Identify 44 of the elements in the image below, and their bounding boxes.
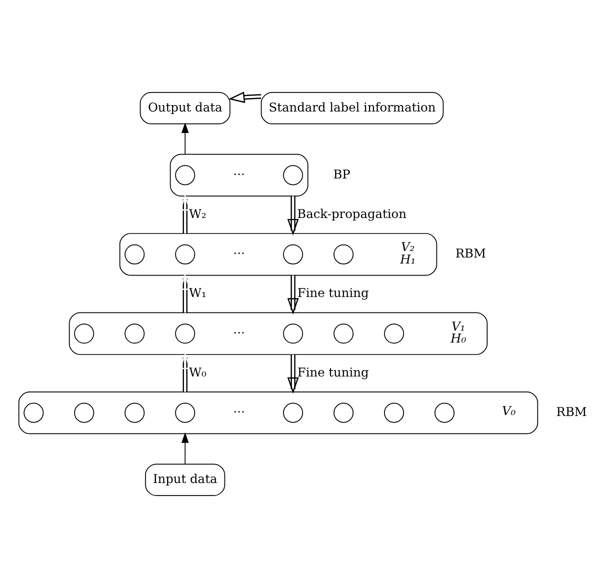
node-circle — [175, 164, 196, 185]
label: RBM — [556, 404, 587, 419]
edge-label: W₁ — [189, 286, 206, 300]
node-circle — [384, 323, 404, 344]
node-box: Output data — [140, 92, 230, 124]
node-circle — [124, 323, 145, 344]
node-circle — [434, 402, 455, 422]
node-circle — [124, 244, 145, 264]
node-circle — [334, 402, 354, 422]
node-circle — [24, 402, 44, 422]
node-circle — [175, 402, 196, 422]
arrow — [287, 354, 299, 394]
node-circle — [74, 402, 94, 422]
edge-label: W₂ — [189, 206, 206, 221]
node-label: V₂ — [400, 240, 415, 254]
node-box: Standard label information — [260, 92, 444, 124]
node-label: H₁ — [400, 252, 416, 266]
node-circle — [283, 164, 304, 185]
node-circle — [175, 244, 196, 264]
node-circle — [384, 402, 404, 422]
node-label: H₀ — [450, 330, 466, 345]
edge-label: Fine tuning — [297, 364, 369, 379]
node-circle — [124, 402, 145, 422]
node-circle — [283, 244, 304, 264]
cluster: ··· — [170, 153, 308, 196]
node-circle — [74, 323, 94, 344]
edge-label: W₀ — [189, 364, 206, 379]
edge-label: Back-propagation — [297, 206, 406, 221]
label: BP — [333, 166, 350, 181]
node-circle — [334, 323, 354, 344]
node-box: Input data — [145, 463, 226, 496]
node-circle — [334, 244, 354, 264]
node-circle — [283, 323, 304, 344]
edge-label: Fine tuning — [297, 286, 369, 300]
label: RBM — [455, 246, 486, 260]
node-circle — [175, 323, 196, 344]
arrow — [287, 274, 299, 314]
arrow — [181, 122, 189, 154]
arrow — [228, 91, 262, 103]
node-label: V₁ — [451, 318, 466, 333]
arrow — [287, 196, 299, 235]
node-label: V₀ — [502, 404, 516, 418]
node-circle — [283, 402, 304, 422]
arrow — [181, 432, 189, 464]
